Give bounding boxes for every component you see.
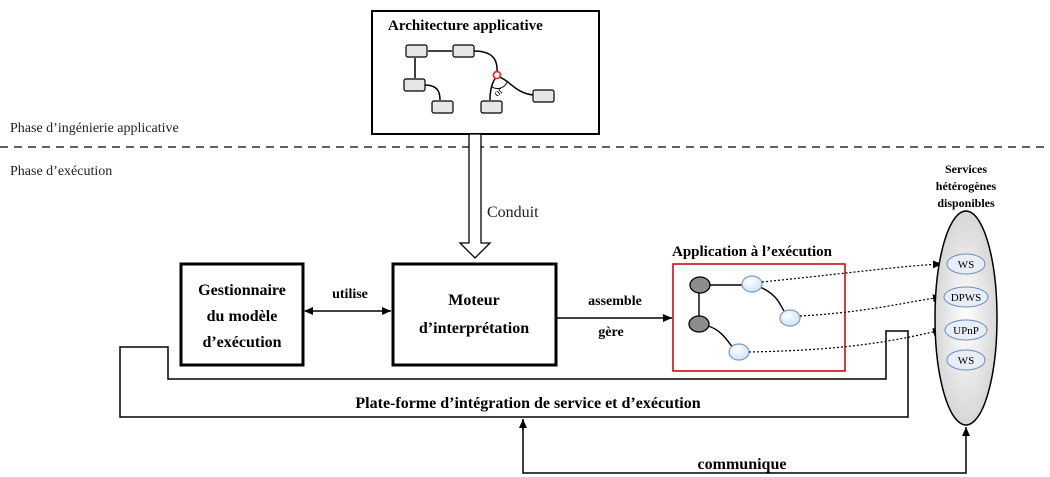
- services-oval: [934, 210, 998, 426]
- engine-line-2: d’interprétation: [419, 320, 529, 337]
- or-junction-dot: [492, 70, 502, 80]
- interpretation-engine-box: Moteur d’interprétation: [391, 262, 558, 367]
- service-cloud-ws-2: WS: [946, 349, 986, 371]
- architecture-sketch: [414, 50, 534, 101]
- service-cloud-upnp: UPnP: [944, 319, 988, 341]
- execution-phase-label: Phase d’exécution: [10, 164, 112, 179]
- runtime-node: [741, 275, 763, 293]
- architecture-blocks: [403, 44, 555, 114]
- architecture-box: Architecture applicative or: [371, 10, 600, 135]
- services-title-2: hétérogènes: [936, 179, 997, 193]
- runtime-node: [689, 276, 711, 294]
- services-title-3: disponibles: [937, 196, 995, 210]
- engine-line-1: Moteur: [448, 292, 500, 309]
- service-cloud-ws-1: WS: [946, 253, 986, 275]
- platform-outline: [119, 330, 909, 418]
- service-label: WS: [958, 355, 975, 367]
- manages-label: gère: [598, 325, 623, 340]
- runtime-graph-nodes: [688, 275, 801, 361]
- engineering-phase-label: Phase d’ingénierie applicative: [10, 121, 179, 136]
- arch-block: [405, 44, 428, 58]
- services-title-1: Services: [945, 162, 987, 176]
- service-label: WS: [958, 259, 975, 271]
- uses-label: utilise: [332, 287, 368, 302]
- arch-block: [431, 100, 454, 114]
- communicates-connector: [522, 420, 970, 474]
- service-label: UPnP: [953, 325, 979, 337]
- arch-block: [452, 44, 475, 58]
- service-links: [748, 260, 943, 353]
- architecture-title: Architecture applicative: [388, 18, 543, 34]
- arch-block: [532, 89, 555, 103]
- arch-block: [480, 100, 503, 114]
- manager-line-1: Gestionnaire: [198, 282, 286, 299]
- arch-block: [403, 78, 426, 92]
- manager-line-3: d’exécution: [202, 334, 281, 351]
- manager-line-2: du modèle: [207, 308, 278, 325]
- service-label: DPWS: [951, 292, 982, 304]
- conduit-arrow: [458, 133, 492, 259]
- runtime-node: [779, 309, 801, 327]
- runtime-node: [728, 343, 750, 361]
- runtime-node: [688, 315, 710, 333]
- or-arc: [490, 81, 508, 90]
- platform-label: Plate-forme d’intégration de service et …: [355, 395, 700, 412]
- conduit-label: Conduit: [487, 204, 539, 221]
- assembles-label: assemble: [588, 294, 642, 309]
- communicates-label: communique: [698, 456, 787, 473]
- service-cloud-dpws: DPWS: [943, 286, 989, 308]
- runtime-app-title: Application à l’exécution: [672, 244, 833, 260]
- execution-model-manager-box: Gestionnaire du modèle d’exécution: [179, 262, 305, 367]
